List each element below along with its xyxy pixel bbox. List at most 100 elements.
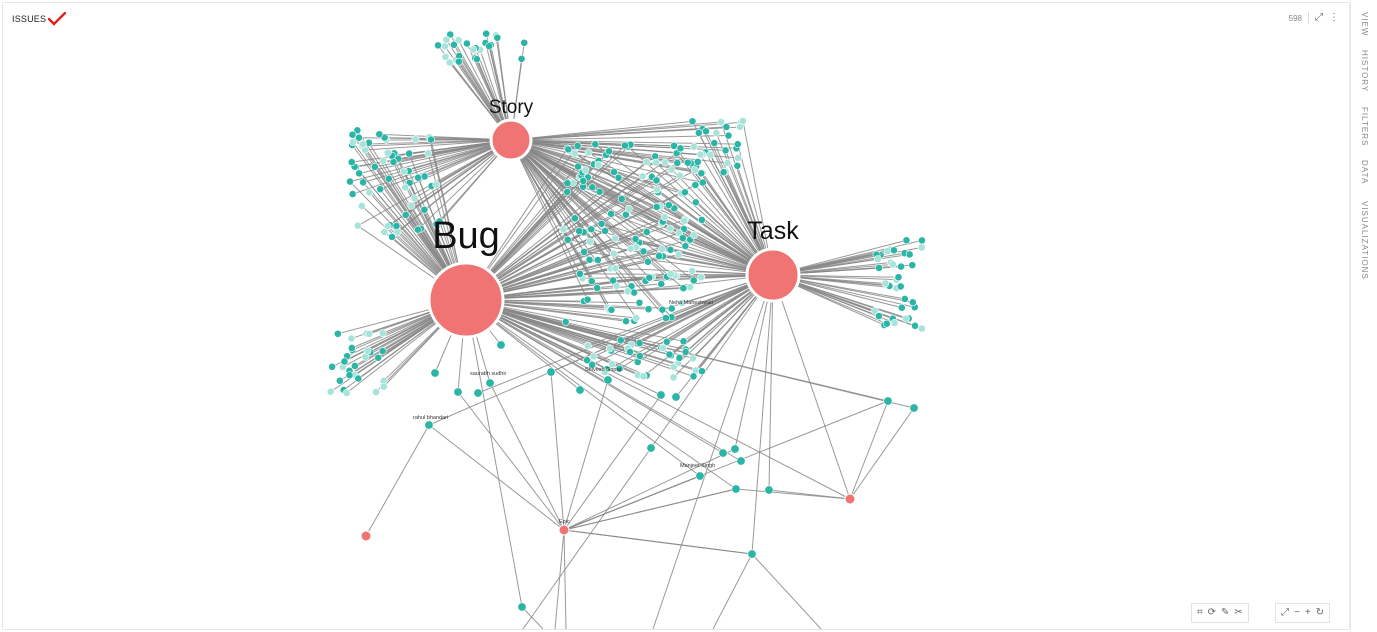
issue-node[interactable] xyxy=(689,354,697,363)
issue-node[interactable] xyxy=(378,329,387,338)
issue-node[interactable] xyxy=(575,227,584,236)
issue-node[interactable] xyxy=(688,267,697,275)
issue-node[interactable] xyxy=(561,318,570,326)
issue-node[interactable] xyxy=(605,344,614,353)
issue-node[interactable] xyxy=(717,118,725,126)
issue-node[interactable] xyxy=(644,305,653,314)
issue-node[interactable] xyxy=(897,262,905,271)
issue-node[interactable] xyxy=(675,354,684,362)
issue-node[interactable] xyxy=(911,321,919,330)
issue-node[interactable] xyxy=(636,352,644,360)
issue-node[interactable] xyxy=(603,375,613,385)
issue-node[interactable] xyxy=(697,169,706,178)
issue-node[interactable] xyxy=(589,352,598,361)
issue-node[interactable] xyxy=(626,348,634,356)
issue-node[interactable] xyxy=(585,255,594,264)
issue-node[interactable] xyxy=(685,283,694,292)
issue-node[interactable] xyxy=(702,127,710,136)
issue-node[interactable] xyxy=(587,277,596,286)
issue-node[interactable] xyxy=(410,194,419,203)
issue-node[interactable] xyxy=(680,216,689,225)
issue-node[interactable] xyxy=(698,178,707,187)
issue-node[interactable] xyxy=(736,456,746,466)
issue-node[interactable] xyxy=(666,270,675,278)
issue-node[interactable] xyxy=(586,237,594,246)
issue-node[interactable] xyxy=(917,243,926,252)
issue-node[interactable] xyxy=(723,159,732,167)
issue-node[interactable] xyxy=(695,471,705,481)
issue-node[interactable] xyxy=(908,261,917,270)
issue-node[interactable] xyxy=(413,225,422,234)
issue-node[interactable] xyxy=(388,233,396,241)
issue-node[interactable] xyxy=(432,180,441,189)
issue-node[interactable] xyxy=(690,166,699,175)
issue-node[interactable] xyxy=(655,252,664,261)
issue-node[interactable] xyxy=(454,57,463,66)
issue-node[interactable] xyxy=(696,150,705,159)
issue-node[interactable] xyxy=(355,133,363,142)
issue-node[interactable] xyxy=(658,245,667,253)
issue-node[interactable] xyxy=(653,185,662,194)
issue-node[interactable] xyxy=(908,298,917,307)
issue-node[interactable] xyxy=(407,201,416,210)
issue-node[interactable] xyxy=(697,215,706,224)
issue-node[interactable] xyxy=(681,348,690,356)
issue-node[interactable] xyxy=(485,378,495,388)
issue-node[interactable] xyxy=(622,317,630,326)
issue-node[interactable] xyxy=(365,329,374,338)
issue-node[interactable] xyxy=(889,260,897,269)
layout-icon[interactable]: ⌗ xyxy=(1197,607,1203,618)
issue-node[interactable] xyxy=(370,162,379,171)
issue-node[interactable] xyxy=(587,225,596,234)
issue-node[interactable] xyxy=(517,602,527,612)
issue-node[interactable] xyxy=(873,255,882,264)
issue-node[interactable] xyxy=(357,202,366,210)
issue-node[interactable] xyxy=(661,158,670,167)
issue-node[interactable] xyxy=(665,350,674,359)
issue-node[interactable] xyxy=(683,158,692,167)
issue-node[interactable] xyxy=(719,168,728,177)
issue-node[interactable] xyxy=(724,131,733,140)
issue-node[interactable] xyxy=(660,213,669,221)
issue-node[interactable] xyxy=(563,179,572,188)
issue-node[interactable] xyxy=(698,367,706,376)
issue-node[interactable] xyxy=(689,372,698,381)
issue-node[interactable] xyxy=(674,250,683,259)
issue-node[interactable] xyxy=(379,382,388,391)
issue-node[interactable] xyxy=(691,181,700,189)
issue-node[interactable] xyxy=(472,55,481,64)
issue-node[interactable] xyxy=(652,158,660,167)
issue-node[interactable] xyxy=(690,231,698,240)
issue-node[interactable] xyxy=(645,273,654,282)
issue-node[interactable] xyxy=(694,129,703,137)
issue-node[interactable] xyxy=(463,39,471,48)
issue-node[interactable] xyxy=(435,217,444,226)
issue-node[interactable] xyxy=(894,273,903,282)
issue-node[interactable] xyxy=(897,303,906,312)
issue-node[interactable] xyxy=(424,420,434,430)
issue-node[interactable] xyxy=(614,173,623,182)
issue-node[interactable] xyxy=(588,183,597,192)
issue-node[interactable] xyxy=(441,52,450,61)
issue-node[interactable] xyxy=(607,305,616,314)
issue-node[interactable] xyxy=(605,147,613,156)
issue-node[interactable] xyxy=(722,123,731,131)
issue-node[interactable] xyxy=(563,188,572,196)
issue-node[interactable] xyxy=(632,314,641,322)
issue-node[interactable] xyxy=(612,282,621,290)
issue-node[interactable] xyxy=(346,177,354,186)
issue-node[interactable] xyxy=(350,362,359,370)
issue-node[interactable] xyxy=(574,162,582,171)
issue-node[interactable] xyxy=(434,41,442,50)
sidebar-tab-visualizations[interactable]: VISUALIZATIONS xyxy=(1360,201,1369,280)
issue-node[interactable] xyxy=(733,140,742,149)
issue-node[interactable] xyxy=(666,224,674,233)
issue-node[interactable] xyxy=(355,169,364,178)
issue-node[interactable] xyxy=(690,142,698,151)
issue-node[interactable] xyxy=(347,344,356,352)
issue-node[interactable] xyxy=(706,150,715,159)
issue-node[interactable] xyxy=(376,185,385,194)
issue-node[interactable] xyxy=(666,245,675,254)
issue-node[interactable] xyxy=(676,144,685,153)
